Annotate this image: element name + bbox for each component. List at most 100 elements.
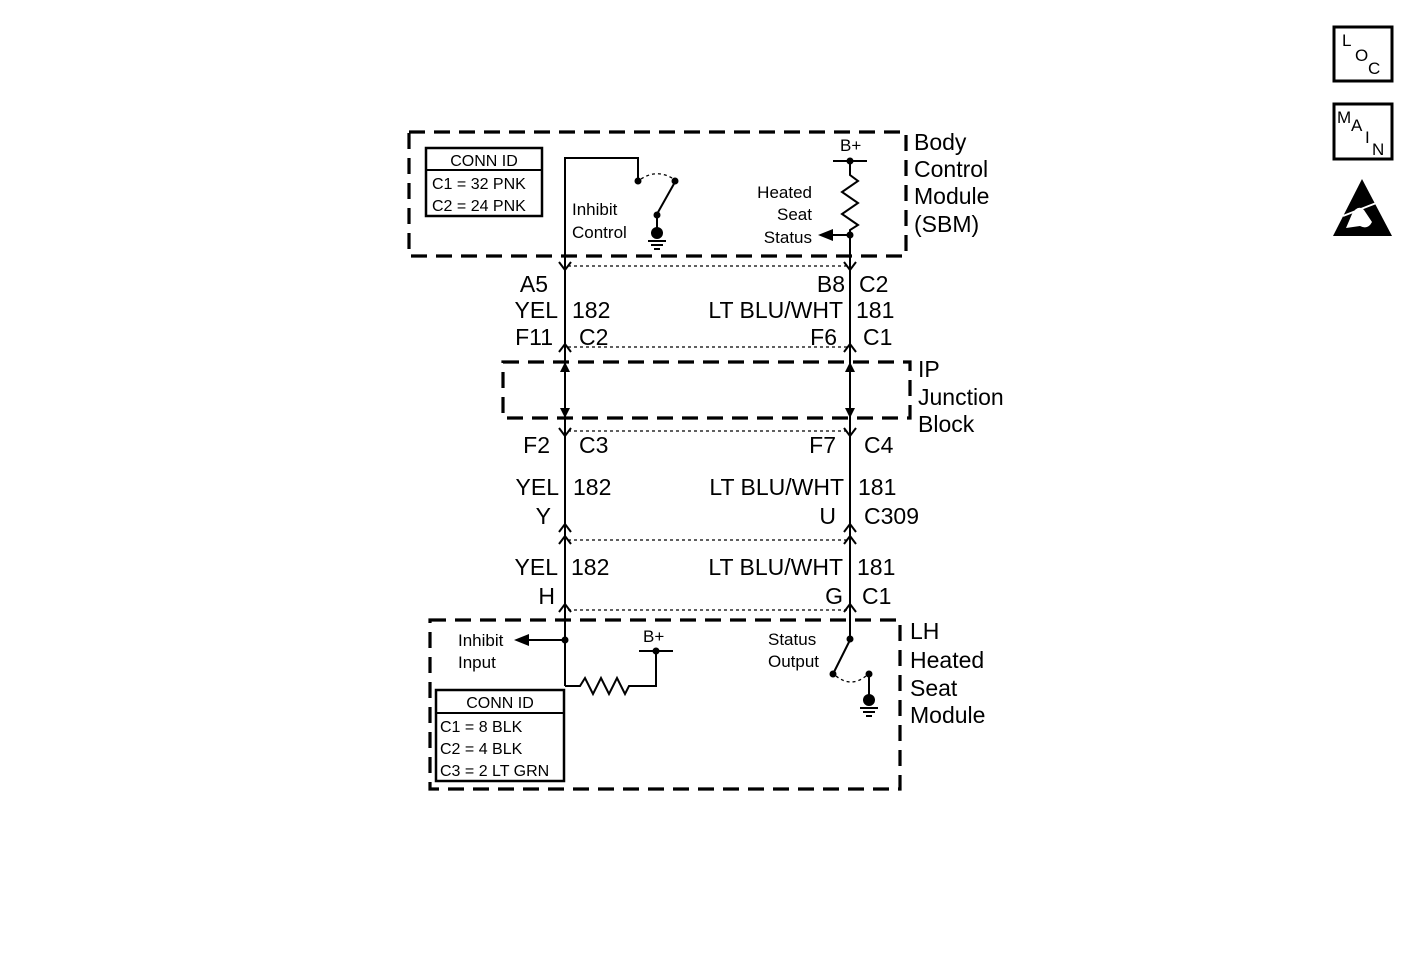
pin-label: A5: [520, 271, 548, 297]
bcm-conn-id-table: CONN ID C1 = 32 PNK C2 = 24 PNK: [424, 146, 544, 218]
bcm-switch-contact: [671, 177, 679, 185]
pin-label: U: [819, 503, 836, 529]
connector-chevron-icon: [843, 522, 857, 533]
main-button-frame: [1332, 102, 1394, 161]
connector-chevron-icon: [843, 534, 857, 545]
arrow-left-icon: [818, 229, 833, 241]
loc-letter-l: L: [1342, 31, 1351, 50]
lhm-conn-id-table: CONN ID C1 = 8 BLK C2 = 4 BLK C3 = 2 LT …: [434, 688, 566, 783]
main-letter-i: I: [1365, 128, 1370, 147]
circuit-number-label: 182: [572, 297, 610, 323]
wire-color-label: LT BLU/WHT: [709, 474, 844, 500]
lhm-conn-id-title: CONN ID: [466, 695, 534, 712]
lhm-conn-id-row: C2 = 4 BLK: [440, 741, 523, 758]
lhm-inhibit-input-circuit: Inhibit Input B+: [458, 612, 673, 697]
pin-label: F11: [515, 324, 553, 350]
esd-slash: [1342, 199, 1385, 217]
main-letter-m: M: [1337, 108, 1351, 127]
bcm-inhibit-label: Inhibit: [572, 200, 618, 219]
lhm-switch-blade: [833, 639, 851, 673]
bcm-switch-contact: [634, 177, 642, 185]
main-letter-a: A: [1351, 116, 1363, 135]
lhm-inhibit-label: Input: [458, 653, 496, 672]
circuit-number-label: 182: [571, 554, 609, 580]
lh-module-outline: [428, 618, 902, 791]
connector-chevron-icon: [843, 342, 857, 353]
lhm-name-line: Module: [910, 702, 985, 728]
lhm-status-label: Output: [768, 652, 819, 671]
ipjb-outline: [501, 360, 912, 420]
connector-label: C1: [862, 583, 891, 609]
ipjb-name: IP Junction Block: [918, 356, 1004, 437]
pin-label: B8: [817, 271, 845, 297]
pin-label: F2: [523, 432, 550, 458]
bcm-inhibit-wire: [564, 157, 639, 256]
circuit-number-label: 181: [857, 554, 895, 580]
arrow-up-icon: [560, 362, 570, 372]
connector-label: C3: [579, 432, 608, 458]
wire-color-label: YEL: [515, 554, 559, 580]
loc-button[interactable]: L O C: [1332, 25, 1394, 83]
lhm-switch-link: [835, 675, 867, 683]
wire-color-label: LT BLU/WHT: [708, 554, 843, 580]
connector-label: C1: [863, 324, 892, 350]
bcm-switch-blade: [656, 181, 676, 215]
esd-hand-shape: [1346, 207, 1372, 228]
ipjb-name-line: IP: [918, 356, 940, 382]
wire-segment-3-labels: YEL 182 H LT BLU/WHT 181 G C1: [515, 554, 896, 609]
arrow-down-icon: [560, 408, 570, 418]
wire-segment-1-labels: A5 YEL 182 F11 C2 B8 C2 LT BLU/WHT 181 F…: [515, 271, 895, 350]
bcm-status-label: Status: [764, 228, 812, 247]
bcm-status-label: Heated: [757, 183, 812, 202]
lhm-status-output-circuit: Status Output: [768, 612, 878, 717]
loc-letter-c: C: [1368, 59, 1380, 78]
pin-label: H: [538, 583, 555, 609]
bcm-name-line: Control: [914, 156, 988, 182]
wire-segment-2-labels: F2 C3 YEL 182 Y F7 C4 LT BLU/WHT 181 U C…: [516, 432, 919, 529]
circuit-number-label: 182: [573, 474, 611, 500]
connector-chevron-icon: [843, 261, 857, 272]
bcm-ground-node: [651, 227, 663, 239]
lhm-conn-id-row: C3 = 2 LT GRN: [440, 763, 549, 780]
pin-label: G: [825, 583, 843, 609]
resistor-icon: [565, 651, 657, 697]
lhm-conn-id-frame: [434, 688, 566, 783]
connector-symbols: [558, 261, 857, 613]
lhm-switch-pivot: [846, 635, 854, 643]
resistor-icon: [840, 161, 860, 256]
connector-chevron-icon: [558, 261, 572, 272]
loc-button-frame: [1332, 25, 1394, 83]
pin-label: Y: [536, 503, 551, 529]
connector-chevron-icon: [558, 342, 572, 353]
connector-links: [568, 265, 847, 611]
connector-chevron-icon: [558, 602, 572, 613]
pin-label: F6: [810, 324, 837, 350]
bcm-name-line: Module: [914, 183, 989, 209]
ipjb-pass-through: [560, 362, 855, 418]
lhm-name-line: Seat: [910, 675, 958, 701]
lh-module-name: LH Heated Seat Module: [910, 618, 985, 728]
wire-color-label: YEL: [515, 297, 559, 323]
lhm-ground-node: [863, 694, 875, 706]
bcm-conn-id-title: CONN ID: [450, 153, 518, 170]
bcm-status-label: Seat: [777, 205, 812, 224]
lhm-switch-contact: [829, 670, 837, 678]
circuit-number-label: 181: [858, 474, 896, 500]
bcm-conn-id-frame: [424, 146, 544, 218]
lhm-name-line: LH: [910, 618, 939, 644]
bcm-bplus-label: B+: [840, 136, 861, 155]
connector-label: C309: [864, 503, 919, 529]
connector-chevron-icon: [558, 534, 572, 545]
bcm-name-line: (SBM): [914, 211, 979, 237]
bcm-module-name: Body Control Module (SBM): [914, 129, 989, 237]
bcm-module-outline: [407, 130, 908, 258]
bcm-name-line: Body: [914, 129, 967, 155]
wire-color-label: LT BLU/WHT: [708, 297, 843, 323]
wire-color-label: YEL: [516, 474, 560, 500]
bcm-switch-link: [640, 173, 676, 181]
main-button[interactable]: M A I N: [1332, 102, 1394, 161]
esd-warning-icon[interactable]: [1333, 179, 1392, 236]
bcm-inhibit-label: Control: [572, 223, 627, 242]
ipjb-name-line: Block: [918, 411, 975, 437]
